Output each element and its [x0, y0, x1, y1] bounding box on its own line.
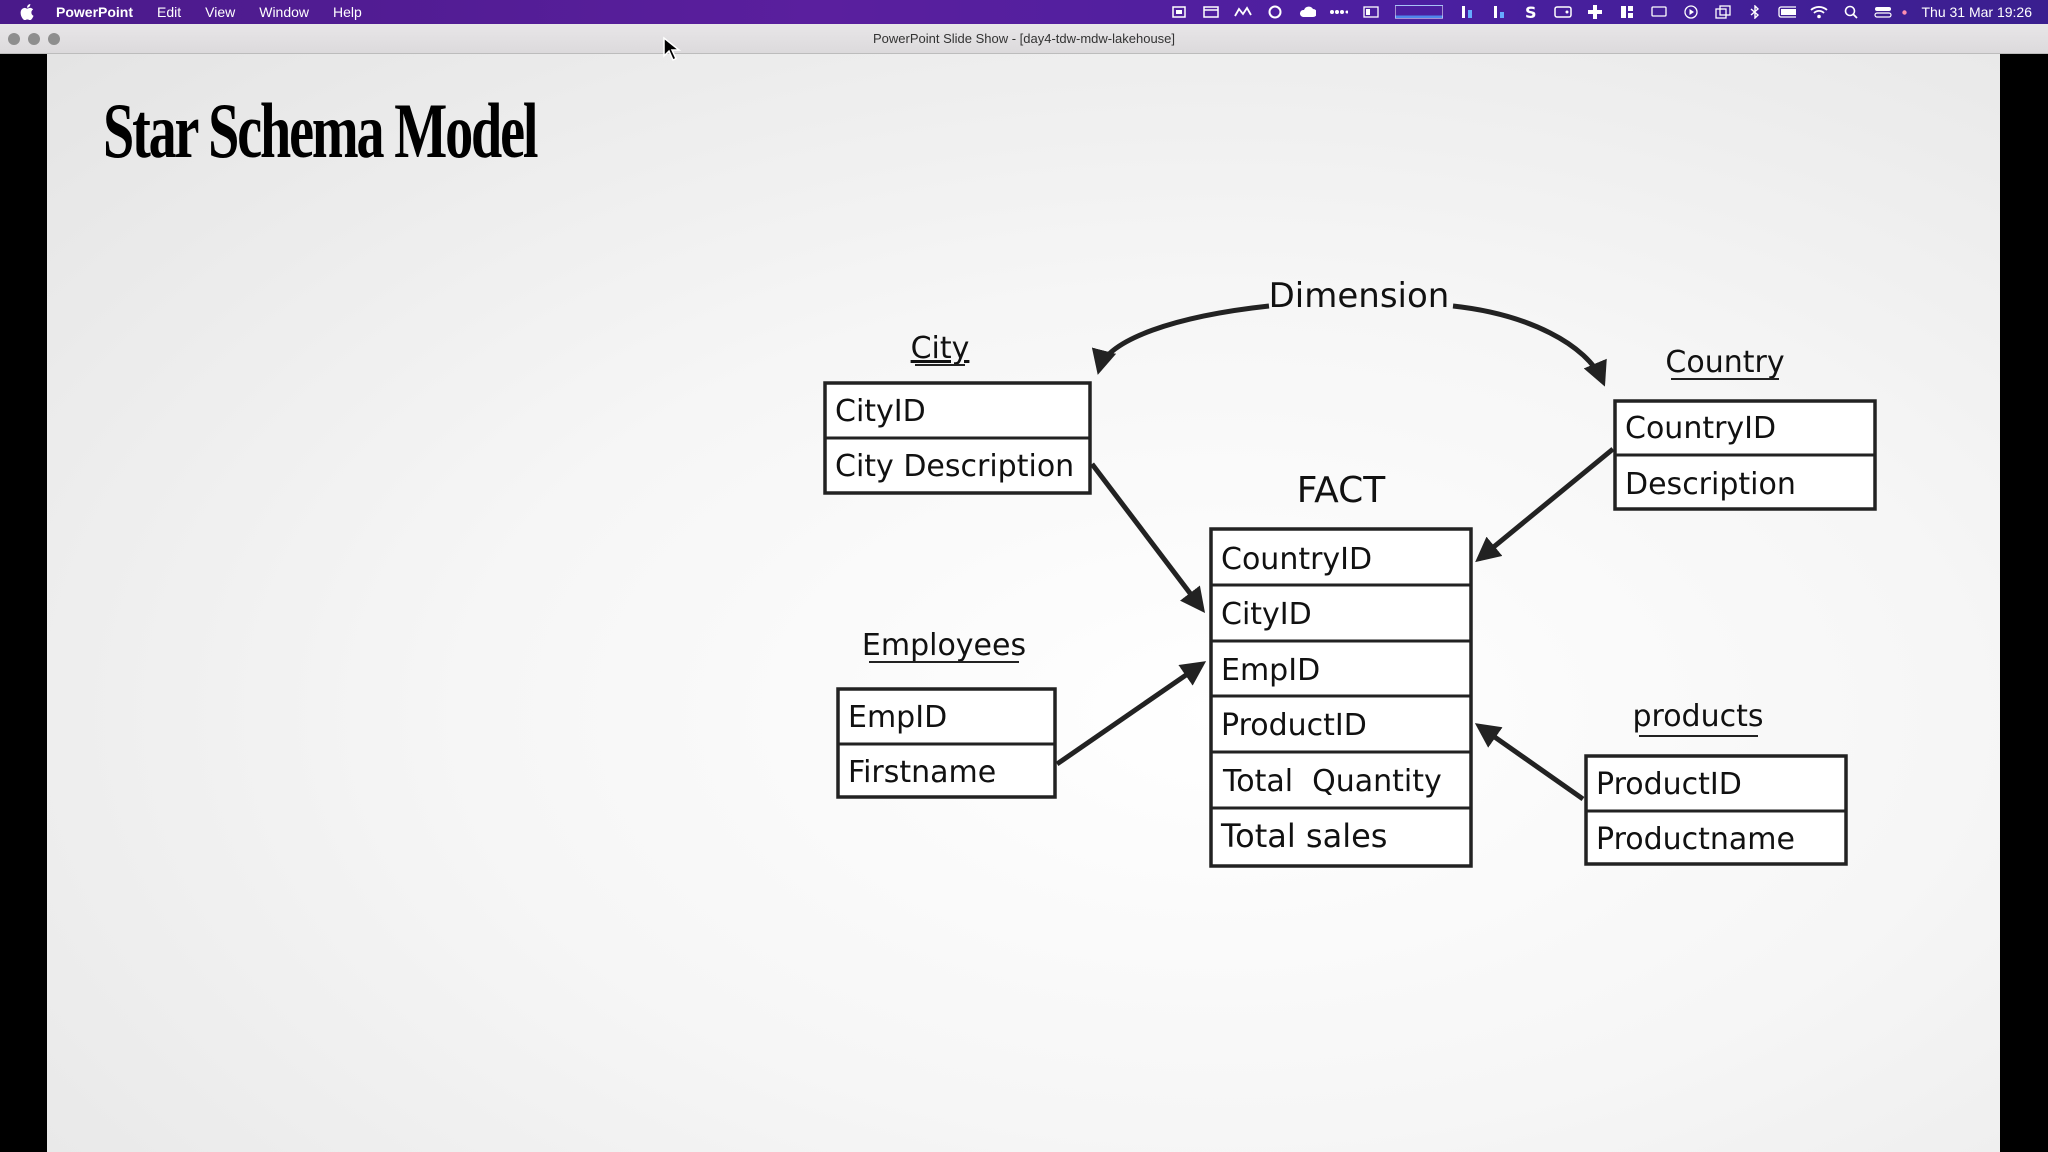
- wifi-icon[interactable]: [1810, 5, 1829, 19]
- entity-city-title: City: [911, 331, 970, 366]
- window-icon[interactable]: [1202, 5, 1220, 19]
- entity-fact-field-0: CountryID: [1221, 542, 1372, 577]
- entity-fact: FACT CountryID CityID EmpID ProductID To…: [1209, 470, 1473, 868]
- entity-employees-field-0: EmpID: [848, 700, 947, 735]
- play-icon[interactable]: [1682, 5, 1700, 19]
- cpu-graph-icon[interactable]: [1395, 5, 1444, 19]
- display-icon[interactable]: [1362, 5, 1380, 19]
- memory-icon[interactable]: [1458, 5, 1476, 19]
- entity-employees: Employees EmpID Firstname: [836, 628, 1057, 799]
- menu-view[interactable]: View: [205, 4, 236, 20]
- arrow-country-to-fact: [1475, 447, 1615, 563]
- entity-employees-field-1: Firstname: [848, 755, 996, 790]
- entity-products-field-1: Productname: [1596, 822, 1795, 857]
- search-icon[interactable]: [1842, 5, 1860, 19]
- slideshow-stage[interactable]: Star Schema Model Dimension City CityID …: [0, 54, 2048, 1152]
- menu-window[interactable]: Window: [259, 4, 310, 20]
- screenshot-icon[interactable]: [1170, 5, 1188, 19]
- maximize-window-icon[interactable]: [48, 33, 60, 45]
- menu-edit[interactable]: Edit: [157, 4, 182, 20]
- screen-icon[interactable]: [1650, 5, 1668, 19]
- entity-city-field-1: City Description: [835, 449, 1074, 484]
- cloud-icon[interactable]: [1298, 5, 1317, 19]
- flow-icon[interactable]: [1234, 5, 1253, 19]
- drive-icon[interactable]: [1554, 5, 1573, 19]
- menu-app-powerpoint[interactable]: PowerPoint: [56, 4, 134, 20]
- close-window-icon[interactable]: [8, 33, 20, 45]
- menu-clock[interactable]: Thu 31 Mar 19:26: [1921, 4, 2032, 20]
- entity-fact-field-5: Total sales: [1220, 817, 1387, 855]
- grammarly-icon[interactable]: [1266, 5, 1284, 19]
- slide[interactable]: Star Schema Model Dimension City CityID …: [47, 54, 2000, 1152]
- arrow-products-to-fact: [1474, 723, 1585, 802]
- s-app-icon[interactable]: S: [1522, 4, 1540, 20]
- entity-fact-field-1: CityID: [1221, 597, 1312, 632]
- dots-icon[interactable]: [1330, 5, 1349, 19]
- entity-products-title: products: [1632, 699, 1763, 734]
- entity-fact-field-2: EmpID: [1221, 653, 1320, 688]
- plus-app-icon[interactable]: [1586, 5, 1604, 19]
- menu-bar: PowerPoint Edit View Window Help S Thu 3…: [0, 0, 2048, 24]
- svg-text:S: S: [1525, 4, 1537, 20]
- network-icon[interactable]: [1490, 5, 1508, 19]
- apple-icon[interactable]: [20, 4, 38, 20]
- entity-country-title: Country: [1665, 345, 1784, 380]
- entity-city: City CityID City Description: [823, 331, 1092, 495]
- entity-fact-title: FACT: [1297, 470, 1387, 511]
- dimension-arrow-city: [1091, 303, 1270, 375]
- mouse-cursor-icon: [663, 36, 682, 62]
- stack-icon[interactable]: [1714, 5, 1732, 19]
- entity-fact-field-3: ProductID: [1221, 708, 1367, 743]
- star-schema-diagram: Dimension City CityID City Description C…: [823, 276, 1877, 868]
- entity-country-field-1: Description: [1625, 467, 1796, 502]
- menu-help[interactable]: Help: [333, 4, 362, 20]
- minimize-window-icon[interactable]: [28, 33, 40, 45]
- entity-country-field-0: CountryID: [1625, 411, 1776, 446]
- entity-products-field-0: ProductID: [1596, 767, 1742, 802]
- entity-employees-title: Employees: [862, 628, 1026, 663]
- layout-icon[interactable]: [1618, 5, 1636, 19]
- dimension-arrow-country: [1452, 303, 1607, 387]
- slide-title: Star Schema Model: [103, 87, 538, 174]
- control-center-icon[interactable]: [1874, 5, 1893, 19]
- window-title: PowerPoint Slide Show - [day4-tdw-mdw-la…: [872, 31, 1176, 46]
- window-title-bar: PowerPoint Slide Show - [day4-tdw-mdw-la…: [0, 24, 2048, 54]
- entity-products: products ProductID Productname: [1584, 699, 1848, 866]
- entity-country: Country CountryID Description: [1613, 345, 1877, 511]
- battery-icon[interactable]: [1778, 5, 1797, 19]
- arrow-employees-to-fact: [1055, 661, 1207, 767]
- dimension-label: Dimension: [1269, 276, 1450, 316]
- notification-dot-icon: [1901, 5, 1907, 19]
- bluetooth-icon[interactable]: [1746, 5, 1764, 19]
- entity-fact-field-4: Total Quantity: [1222, 764, 1442, 799]
- arrow-city-to-fact: [1090, 462, 1206, 613]
- entity-city-field-0: CityID: [835, 394, 926, 429]
